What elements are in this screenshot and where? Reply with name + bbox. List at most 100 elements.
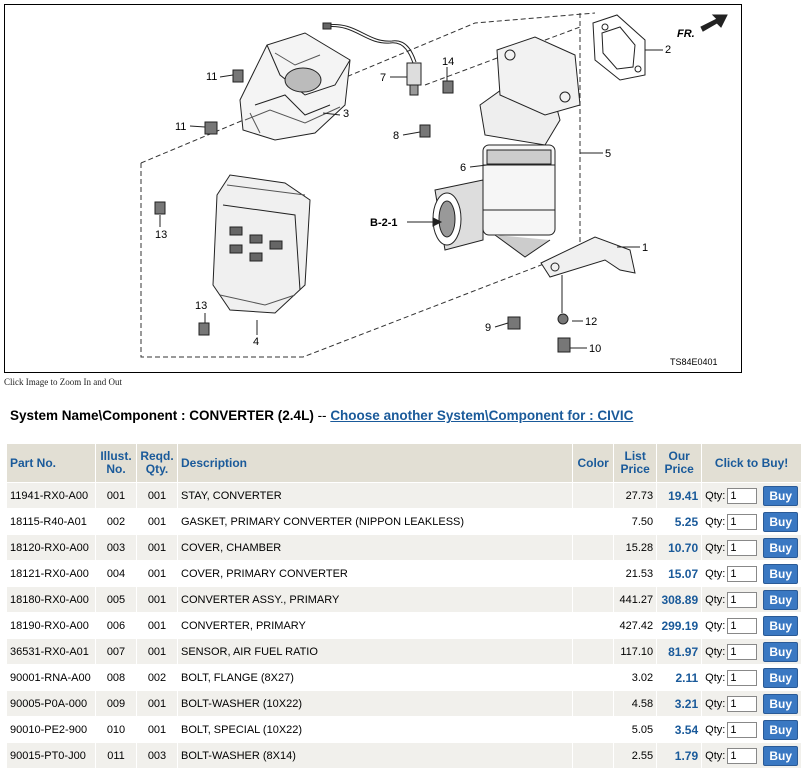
cell-part-no: 90015-PT0-J00 bbox=[7, 743, 96, 768]
cell-color bbox=[573, 691, 614, 717]
cell-list-price: 27.73 bbox=[614, 483, 657, 509]
cell-description: BOLT-WASHER (10X22) bbox=[178, 691, 573, 717]
callout-5: 5 bbox=[605, 148, 611, 160]
cell-part-no: 36531-RX0-A01 bbox=[7, 639, 96, 665]
cell-color bbox=[573, 639, 614, 665]
table-row: 18121-RX0-A00 004 001 COVER, PRIMARY CON… bbox=[7, 561, 802, 587]
cell-list-price: 2.55 bbox=[614, 743, 657, 768]
table-row: 18190-RX0-A00 006 001 CONVERTER, PRIMARY… bbox=[7, 613, 802, 639]
buy-button[interactable]: Buy bbox=[763, 512, 798, 532]
cell-description: STAY, CONVERTER bbox=[178, 483, 573, 509]
qty-label: Qty: bbox=[705, 515, 725, 527]
cell-reqd-qty: 001 bbox=[137, 613, 178, 639]
cell-description: BOLT, FLANGE (8X27) bbox=[178, 665, 573, 691]
cell-description: COVER, PRIMARY CONVERTER bbox=[178, 561, 573, 587]
cell-part-no: 18120-RX0-A00 bbox=[7, 535, 96, 561]
cell-illust-no: 004 bbox=[96, 561, 137, 587]
qty-input[interactable] bbox=[727, 592, 757, 608]
callout-9: 9 bbox=[485, 322, 491, 334]
zoom-caption: Click Image to Zoom In and Out bbox=[4, 377, 122, 387]
cell-reqd-qty: 001 bbox=[137, 483, 178, 509]
header-illust-no: Illust.No. bbox=[96, 444, 137, 483]
cell-color bbox=[573, 717, 614, 743]
cell-our-price: 10.70 bbox=[657, 535, 702, 561]
qty-input[interactable] bbox=[727, 566, 757, 582]
cell-our-price: 1.79 bbox=[657, 743, 702, 768]
cell-our-price: 3.21 bbox=[657, 691, 702, 717]
bolt-8 bbox=[420, 125, 430, 137]
callout-4: 4 bbox=[253, 336, 259, 348]
cell-color bbox=[573, 587, 614, 613]
qty-label: Qty: bbox=[705, 489, 725, 501]
cell-list-price: 5.05 bbox=[614, 717, 657, 743]
buy-button[interactable]: Buy bbox=[763, 564, 798, 584]
qty-input[interactable] bbox=[727, 644, 757, 660]
cell-color bbox=[573, 535, 614, 561]
qty-input[interactable] bbox=[727, 540, 757, 556]
qty-input[interactable] bbox=[727, 618, 757, 634]
bolt-14 bbox=[443, 81, 453, 93]
cell-list-price: 441.27 bbox=[614, 587, 657, 613]
cell-part-no: 18180-RX0-A00 bbox=[7, 587, 96, 613]
callout-11-lower: 11 bbox=[175, 121, 186, 133]
qty-label: Qty: bbox=[705, 593, 725, 605]
cell-our-price: 3.54 bbox=[657, 717, 702, 743]
cell-illust-no: 009 bbox=[96, 691, 137, 717]
system-separator: -- bbox=[314, 408, 331, 423]
bolt-13-top bbox=[155, 202, 165, 214]
cell-illust-no: 011 bbox=[96, 743, 137, 768]
table-row: 90010-PE2-900 010 001 BOLT, SPECIAL (10X… bbox=[7, 717, 802, 743]
header-our-line1: Our bbox=[668, 449, 689, 463]
cell-part-no: 18190-RX0-A00 bbox=[7, 613, 96, 639]
buy-button[interactable]: Buy bbox=[763, 668, 798, 688]
washer-12 bbox=[558, 314, 568, 324]
qty-input[interactable] bbox=[727, 722, 757, 738]
cell-reqd-qty: 002 bbox=[137, 665, 178, 691]
buy-button[interactable]: Buy bbox=[763, 720, 798, 740]
cell-description: CONVERTER ASSY., PRIMARY bbox=[178, 587, 573, 613]
qty-label: Qty: bbox=[705, 619, 725, 631]
callout-14: 14 bbox=[442, 56, 454, 68]
choose-system-link[interactable]: Choose another System\Component for : CI… bbox=[330, 408, 633, 423]
header-reqd-qty: Reqd.Qty. bbox=[137, 444, 178, 483]
callout-12: 12 bbox=[585, 316, 597, 328]
cell-buy: Qty:Buy bbox=[702, 665, 802, 691]
header-description: Description bbox=[178, 444, 573, 483]
cell-list-price: 7.50 bbox=[614, 509, 657, 535]
qty-input[interactable] bbox=[727, 670, 757, 686]
buy-button[interactable]: Buy bbox=[763, 538, 798, 558]
buy-button[interactable]: Buy bbox=[763, 590, 798, 610]
cell-buy: Qty: Buy bbox=[702, 535, 802, 561]
header-reqd-line1: Reqd. bbox=[140, 449, 173, 463]
qty-label: Qty: bbox=[705, 541, 725, 553]
callout-11-top: 11 bbox=[206, 71, 217, 83]
table-row: 18115-R40-A01 002 001 GASKET, PRIMARY CO… bbox=[7, 509, 802, 535]
parts-table: Part No. Illust.No. Reqd.Qty. Descriptio… bbox=[7, 444, 802, 768]
cell-illust-no: 010 bbox=[96, 717, 137, 743]
cell-our-price: 5.25 bbox=[657, 509, 702, 535]
cell-list-price: 117.10 bbox=[614, 639, 657, 665]
qty-input[interactable] bbox=[727, 514, 757, 530]
cell-color bbox=[573, 613, 614, 639]
cell-illust-no: 008 bbox=[96, 665, 137, 691]
buy-button[interactable]: Buy bbox=[763, 616, 798, 636]
callout-10: 10 bbox=[589, 343, 601, 355]
cell-illust-no: 003 bbox=[96, 535, 137, 561]
cell-description: GASKET, PRIMARY CONVERTER (NIPPON LEAKLE… bbox=[178, 509, 573, 535]
header-list-line1: List bbox=[624, 449, 645, 463]
qty-input[interactable] bbox=[727, 748, 757, 764]
parts-diagram[interactable]: 11 11 3 13 13 4 7 8 14 6 5 2 1 9 12 10 B… bbox=[4, 4, 742, 373]
cell-our-price: 2.11 bbox=[657, 665, 702, 691]
cell-buy: Qty:Buy bbox=[702, 561, 802, 587]
qty-label: Qty: bbox=[705, 749, 725, 761]
header-part-no: Part No. bbox=[7, 444, 96, 483]
cell-buy: Qty: Buy bbox=[702, 509, 802, 535]
buy-button[interactable]: Buy bbox=[763, 642, 798, 662]
buy-button[interactable]: Buy bbox=[763, 486, 798, 506]
buy-button[interactable]: Buy bbox=[763, 694, 798, 714]
qty-input[interactable] bbox=[727, 488, 757, 504]
primary-converter-cover-part bbox=[213, 175, 310, 313]
qty-input[interactable] bbox=[727, 696, 757, 712]
bolt-11-top bbox=[233, 70, 243, 82]
